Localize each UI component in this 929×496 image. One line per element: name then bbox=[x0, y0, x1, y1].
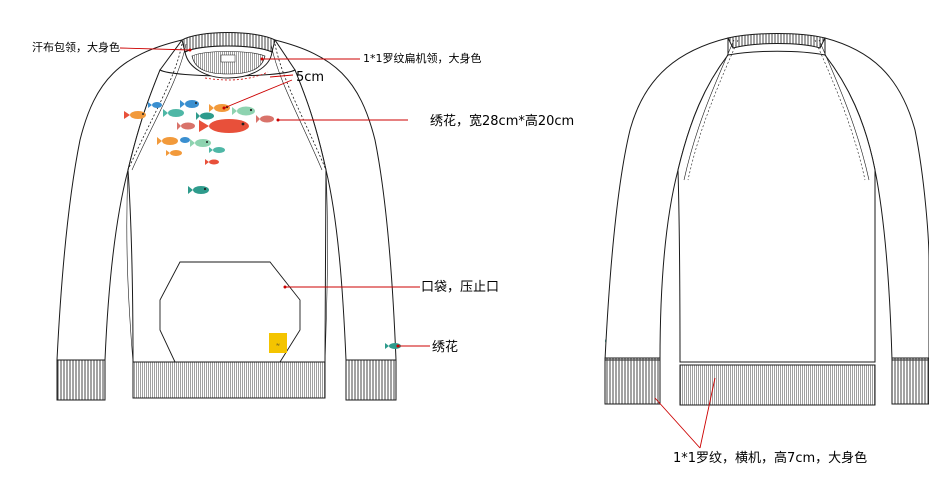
collar-rib-label: 1*1罗纹扁机领，大身色 bbox=[363, 52, 482, 65]
fish-size-label: 5cm bbox=[296, 70, 325, 85]
front-kangaroo-pocket bbox=[159, 261, 301, 363]
sleeve-embroidery-label: 绣花 bbox=[432, 340, 459, 355]
collar-binding-label: 汗布包领，大身色 bbox=[32, 41, 120, 54]
bottom-rib-label: 1*1罗纹，横机，高7cm，大身色 bbox=[673, 451, 868, 466]
back-left-cuff bbox=[604, 357, 661, 405]
fish-small bbox=[124, 100, 274, 194]
back-collar-rib bbox=[727, 33, 826, 49]
embroidery-size-label: 绣花，宽28cm*高20cm bbox=[430, 114, 575, 129]
front-right-cuff bbox=[345, 359, 397, 401]
front-hem-rib bbox=[132, 361, 326, 399]
pocket-patch bbox=[269, 333, 287, 353]
front-left-cuff bbox=[56, 359, 106, 401]
fish-embroidery bbox=[124, 100, 617, 349]
front-view: ≈ bbox=[56, 32, 397, 401]
back-right-cuff bbox=[891, 357, 929, 405]
back-view bbox=[604, 33, 929, 406]
leader-lines bbox=[119, 47, 716, 449]
pocket-label: 口袋，压止口 bbox=[421, 280, 500, 295]
back-hem-rib bbox=[679, 364, 876, 406]
front-body bbox=[127, 69, 327, 363]
fish-large bbox=[199, 119, 249, 133]
leader-dots bbox=[188, 48, 400, 348]
back-body bbox=[677, 50, 876, 363]
svg-text:≈: ≈ bbox=[276, 342, 280, 348]
